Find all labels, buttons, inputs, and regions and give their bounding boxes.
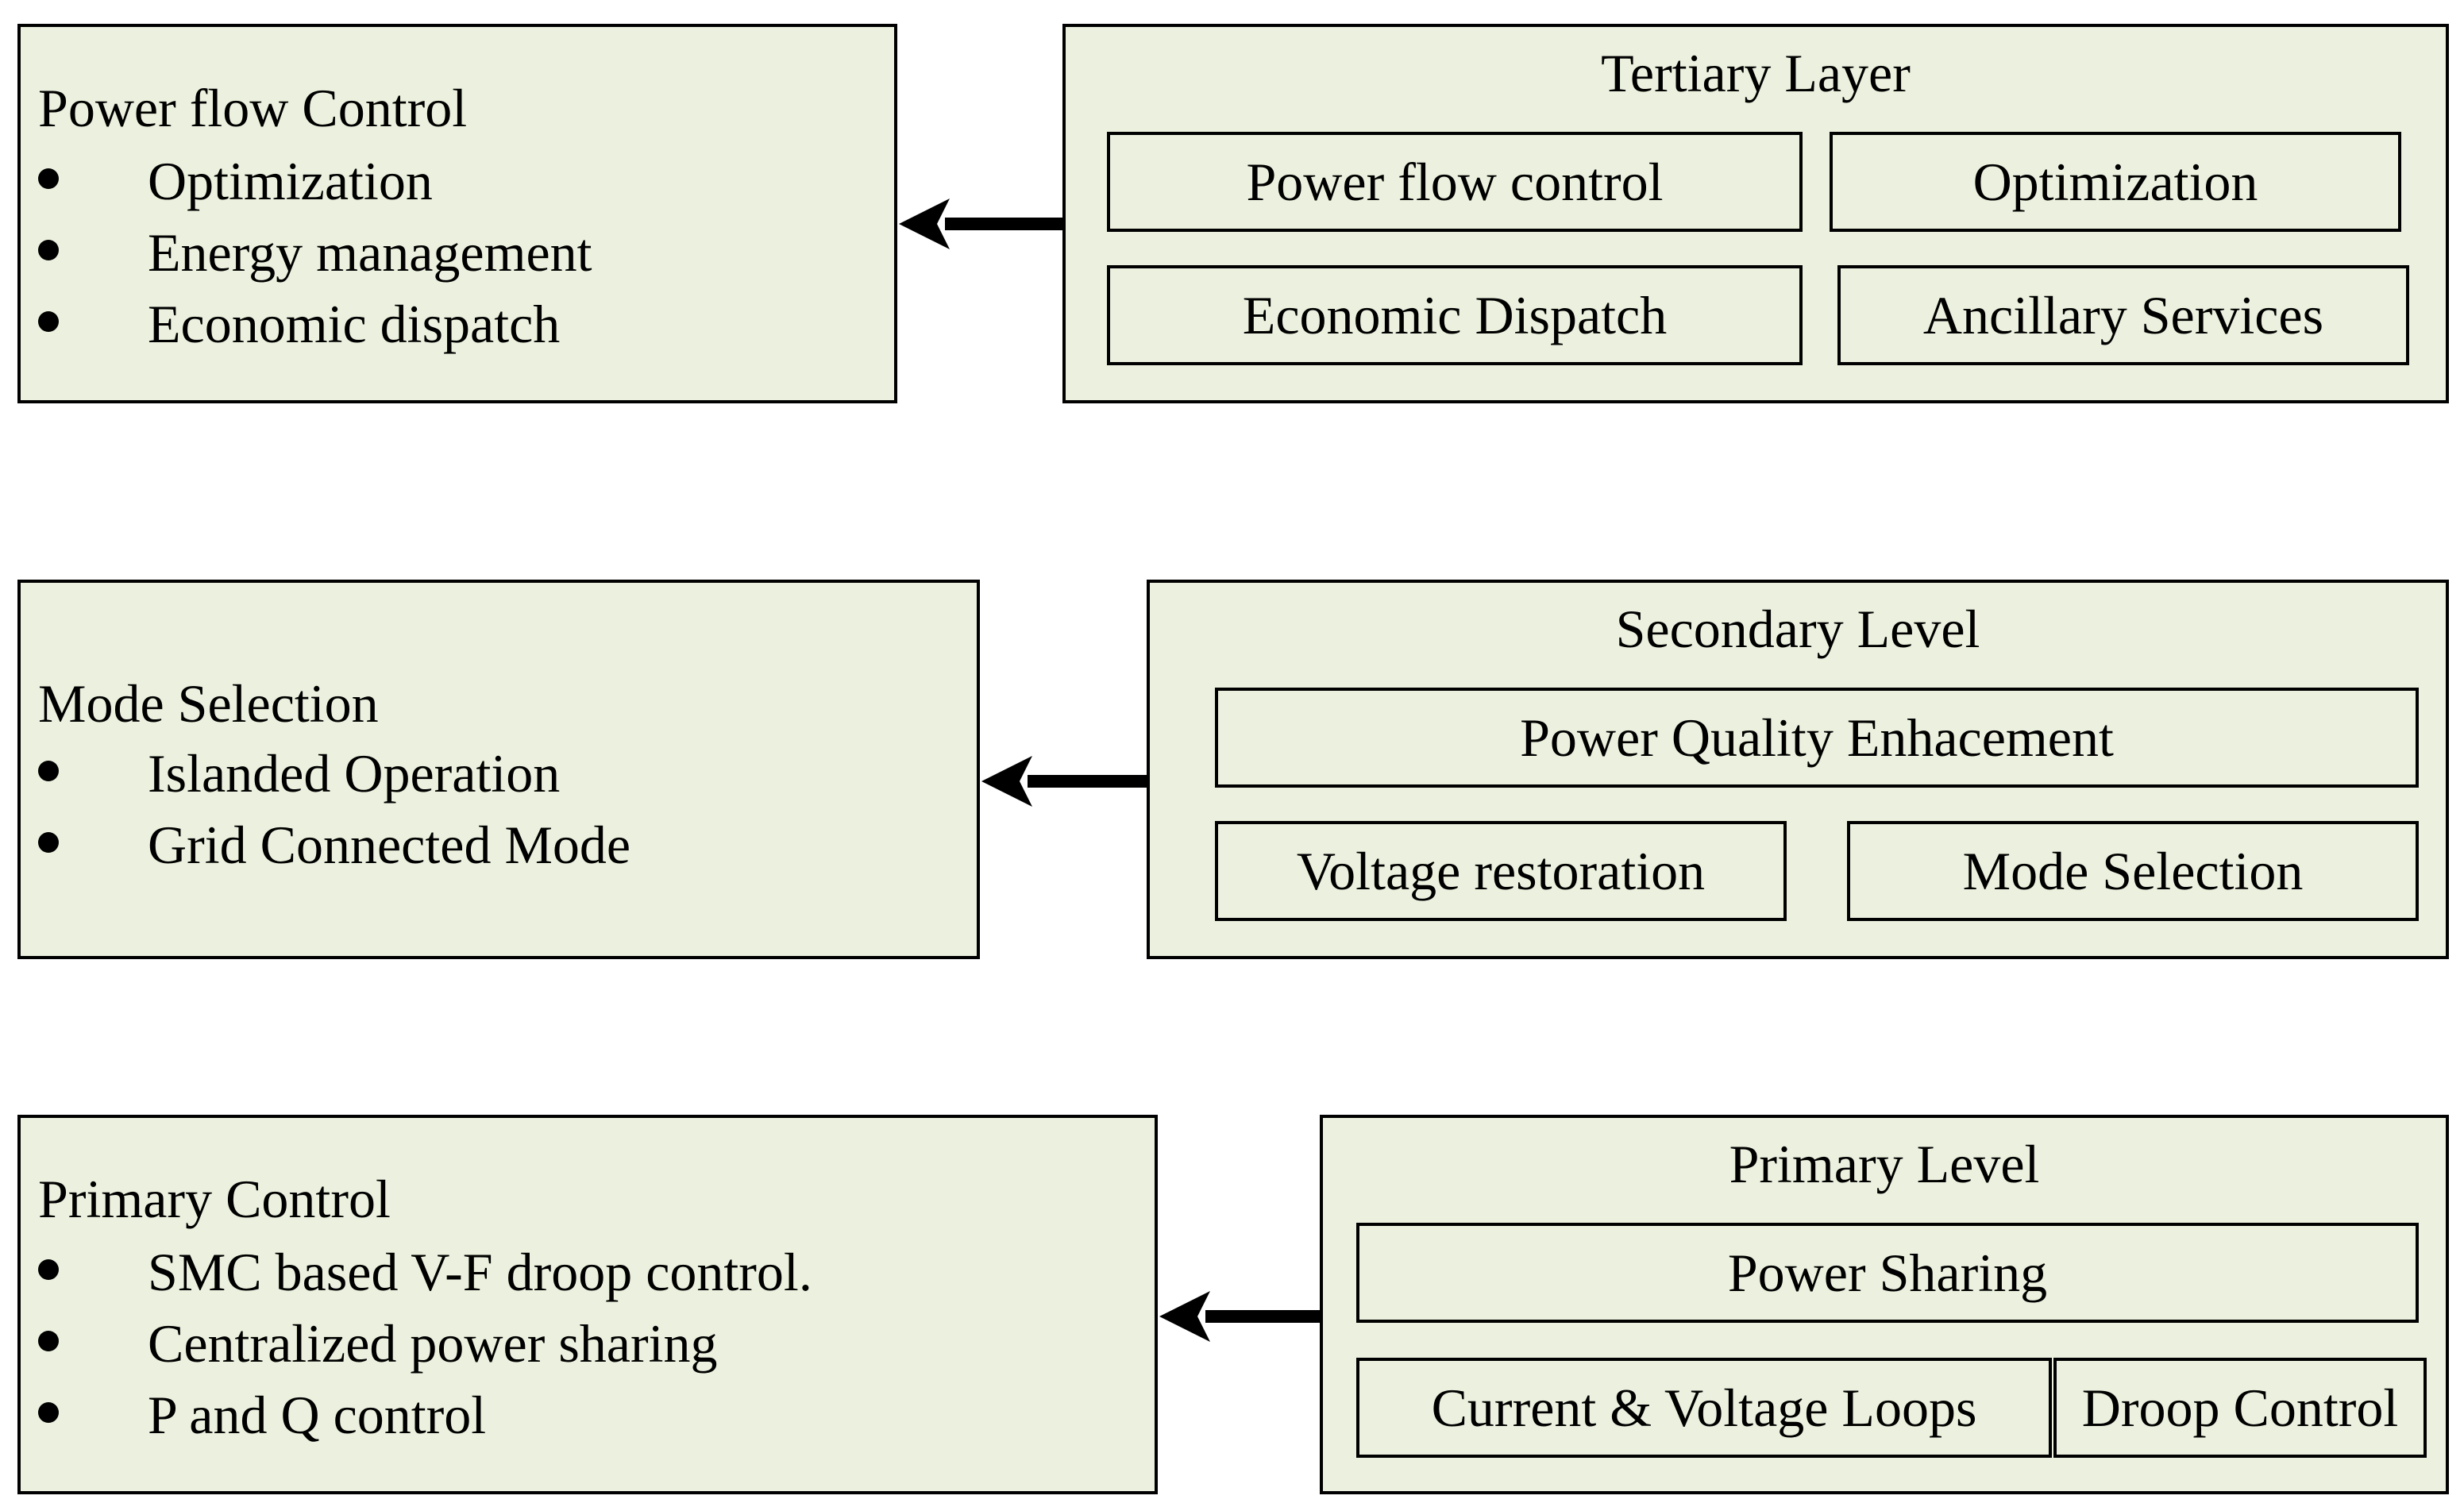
tertiary-item-optimization: Optimization	[1830, 132, 2401, 232]
primary-item-droop-control: Droop Control	[2053, 1358, 2427, 1458]
secondary-item-power-quality-enhancement: Power Quality Enhacement	[1215, 688, 2419, 788]
tertiary-layer-title: Tertiary Layer	[1601, 43, 1911, 103]
tertiary-item-economic-dispatch: Economic Dispatch	[1107, 265, 1803, 365]
tertiary-layer-box: Tertiary Layer Power flow control Optimi…	[1062, 24, 2449, 403]
bullet-icon	[38, 168, 59, 189]
primary-description-box: Primary Control SMC based V-F droop cont…	[17, 1115, 1158, 1494]
tertiary-item-ancillary-services: Ancillary Services	[1837, 265, 2409, 365]
secondary-layer-box: Secondary Level Power Quality Enhacement…	[1147, 580, 2449, 959]
secondary-layer-title: Secondary Level	[1615, 599, 1980, 659]
bullet-icon	[38, 832, 59, 853]
tertiary-description-title: Power flow Control	[38, 78, 468, 138]
arrow-primary	[1159, 1291, 1320, 1342]
bullet-icon	[38, 1402, 59, 1423]
bullet-icon	[38, 761, 59, 781]
bullet-icon	[38, 240, 59, 260]
primary-item-power-sharing: Power Sharing	[1356, 1223, 2419, 1323]
secondary-item-voltage-restoration: Voltage restoration	[1215, 821, 1787, 921]
tertiary-description-box: Power flow Control Optimization Energy m…	[17, 24, 897, 403]
tertiary-item-power-flow-control: Power flow control	[1107, 132, 1803, 232]
secondary-description-box: Mode Selection Islanded Operation Grid C…	[17, 580, 980, 959]
arrow-tertiary	[899, 198, 1062, 249]
primary-layer-title: Primary Level	[1729, 1134, 2040, 1194]
arrow-secondary	[981, 756, 1147, 807]
primary-layer-box: Primary Level Power Sharing Current & Vo…	[1320, 1115, 2449, 1494]
bullet-icon	[38, 1331, 59, 1351]
secondary-description-title: Mode Selection	[38, 673, 379, 734]
secondary-item-mode-selection: Mode Selection	[1847, 821, 2419, 921]
bullet-icon	[38, 1259, 59, 1280]
primary-description-title: Primary Control	[38, 1169, 391, 1229]
primary-item-current-voltage-loops: Current & Voltage Loops	[1356, 1358, 2052, 1458]
bullet-icon	[38, 311, 59, 332]
